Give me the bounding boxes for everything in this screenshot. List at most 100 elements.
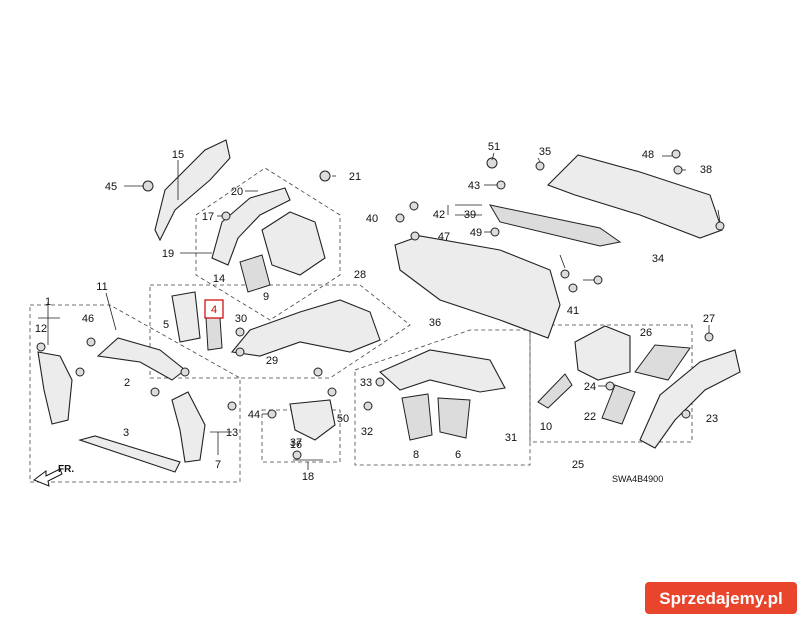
apron-extension-10-part bbox=[537, 373, 573, 409]
frame-stiffener-6-part bbox=[437, 397, 471, 439]
front-direction-arrow-icon bbox=[32, 468, 63, 487]
part-number-label: 20 bbox=[231, 186, 243, 198]
part-number-label: 46 bbox=[82, 313, 94, 325]
fastener-29 bbox=[235, 327, 245, 337]
part-number-label: 50 bbox=[337, 413, 349, 425]
part-number-label: 30 bbox=[235, 313, 247, 325]
part-number-label: 51 bbox=[488, 141, 500, 153]
fastener-31 bbox=[363, 401, 373, 411]
group-outline-1-11 bbox=[29, 304, 241, 483]
part-number-label: 21 bbox=[349, 171, 361, 183]
part-number-label: 9 bbox=[263, 291, 269, 303]
group-outline-18-15 bbox=[195, 167, 341, 321]
part-number-label: 7 bbox=[215, 459, 221, 471]
fastener-32 bbox=[375, 377, 385, 387]
part-number-label: 31 bbox=[505, 432, 517, 444]
fastener-44 bbox=[142, 180, 154, 192]
part-number-label: 15 bbox=[172, 149, 184, 161]
fastener-47 bbox=[671, 149, 681, 159]
group-outline-30 bbox=[354, 329, 531, 466]
group-outline-27 bbox=[149, 284, 411, 379]
fastener-44b bbox=[681, 409, 691, 419]
part-number-label: 41 bbox=[567, 305, 579, 317]
callout-label: 4 bbox=[211, 304, 217, 316]
apron-reinforcement-21-part bbox=[601, 384, 636, 425]
part-number-label: 45 bbox=[105, 181, 117, 193]
fastener-51a bbox=[409, 201, 419, 211]
part-number-label: 14 bbox=[213, 273, 225, 285]
fastener-43a bbox=[267, 409, 277, 419]
fastener-12 bbox=[36, 342, 46, 352]
fastener-23 bbox=[605, 381, 615, 391]
frame-stiffener-8-part bbox=[401, 393, 433, 441]
fastener-48 bbox=[490, 227, 500, 237]
part-number-label: 11 bbox=[96, 281, 107, 293]
fastener-43b bbox=[313, 367, 323, 377]
part-number-label: 6 bbox=[455, 449, 461, 461]
leader-lines bbox=[38, 152, 721, 470]
part-number-label: 35 bbox=[539, 146, 551, 158]
part-number-label: 34 bbox=[652, 253, 664, 265]
fastener-45a bbox=[86, 337, 96, 347]
part-number-label: 2 bbox=[124, 377, 130, 389]
part-number-label: 25 bbox=[572, 459, 584, 471]
part-number-label: 26 bbox=[640, 327, 652, 339]
fastener-16 bbox=[221, 211, 231, 221]
fastener-37 bbox=[673, 165, 683, 175]
dashboard-panel-part bbox=[394, 235, 561, 339]
upper-rail-part bbox=[154, 139, 231, 242]
diagram-code: SWA4B4900 bbox=[612, 474, 663, 484]
fastener-45c bbox=[180, 367, 190, 377]
gusset-part bbox=[239, 254, 271, 293]
part-number-label: 32 bbox=[361, 426, 373, 438]
apron-plate-part bbox=[574, 325, 631, 381]
fastener-42 bbox=[496, 180, 506, 190]
part-number-label: 39 bbox=[464, 209, 476, 221]
fastener-34a bbox=[535, 161, 545, 171]
fastener-28 bbox=[235, 347, 245, 357]
part-number-label: 22 bbox=[584, 411, 596, 423]
part-number-label: 37 bbox=[290, 437, 302, 449]
fastener-13 bbox=[227, 401, 237, 411]
part-number-label: 44 bbox=[248, 409, 260, 421]
part-number-label: 40 bbox=[366, 213, 378, 225]
upper-member-22-part bbox=[639, 349, 741, 449]
part-number-label: 3 bbox=[123, 427, 129, 439]
mount-bracket-17-part bbox=[289, 399, 336, 441]
part-number-label: 23 bbox=[706, 413, 718, 425]
part-number-label: 38 bbox=[700, 164, 712, 176]
fastener-45b bbox=[75, 367, 85, 377]
part-number-label: 12 bbox=[35, 323, 47, 335]
part-labels: 1 2 3 5 6 7 8 9 10 11 12 13 14 15 16 17 … bbox=[35, 141, 718, 483]
part-number-label: 36 bbox=[429, 317, 441, 329]
fastener-46 bbox=[410, 231, 420, 241]
fastener-50 bbox=[486, 157, 498, 169]
wheelhouse-panel-part bbox=[211, 187, 291, 266]
part-number-label: 18 bbox=[302, 471, 314, 483]
part-number-label: 5 bbox=[163, 319, 169, 331]
part-number-label: 19 bbox=[162, 248, 174, 260]
part-number-label: 17 bbox=[202, 211, 214, 223]
part-number-label: 48 bbox=[642, 149, 654, 161]
watermark: Sprzedajemy.pl bbox=[659, 589, 782, 608]
fastener-26 bbox=[704, 332, 714, 342]
part-number-label: 49 bbox=[470, 227, 482, 239]
part-number-label: 28 bbox=[354, 269, 366, 281]
watermark-badge bbox=[645, 582, 797, 614]
front-side-frame-part bbox=[230, 299, 381, 357]
part-number-label: 33 bbox=[360, 377, 372, 389]
direction-label: FR. bbox=[58, 464, 74, 475]
callout-box bbox=[204, 299, 224, 319]
part-number-label: 24 bbox=[584, 381, 596, 393]
part-number-label: 8 bbox=[413, 449, 419, 461]
group-outline-24 bbox=[529, 324, 693, 443]
part-number-label: 43 bbox=[468, 180, 480, 192]
frame-bracket-4-part bbox=[205, 317, 223, 351]
bulkhead-side-right-part bbox=[171, 391, 206, 463]
part-number-label: 42 bbox=[433, 209, 445, 221]
damper-housing-part bbox=[261, 211, 326, 276]
front-frame-rear-part bbox=[378, 349, 506, 393]
fastener-51b bbox=[593, 275, 603, 285]
fastener-46b bbox=[560, 269, 570, 279]
fastener-49 bbox=[327, 387, 337, 397]
